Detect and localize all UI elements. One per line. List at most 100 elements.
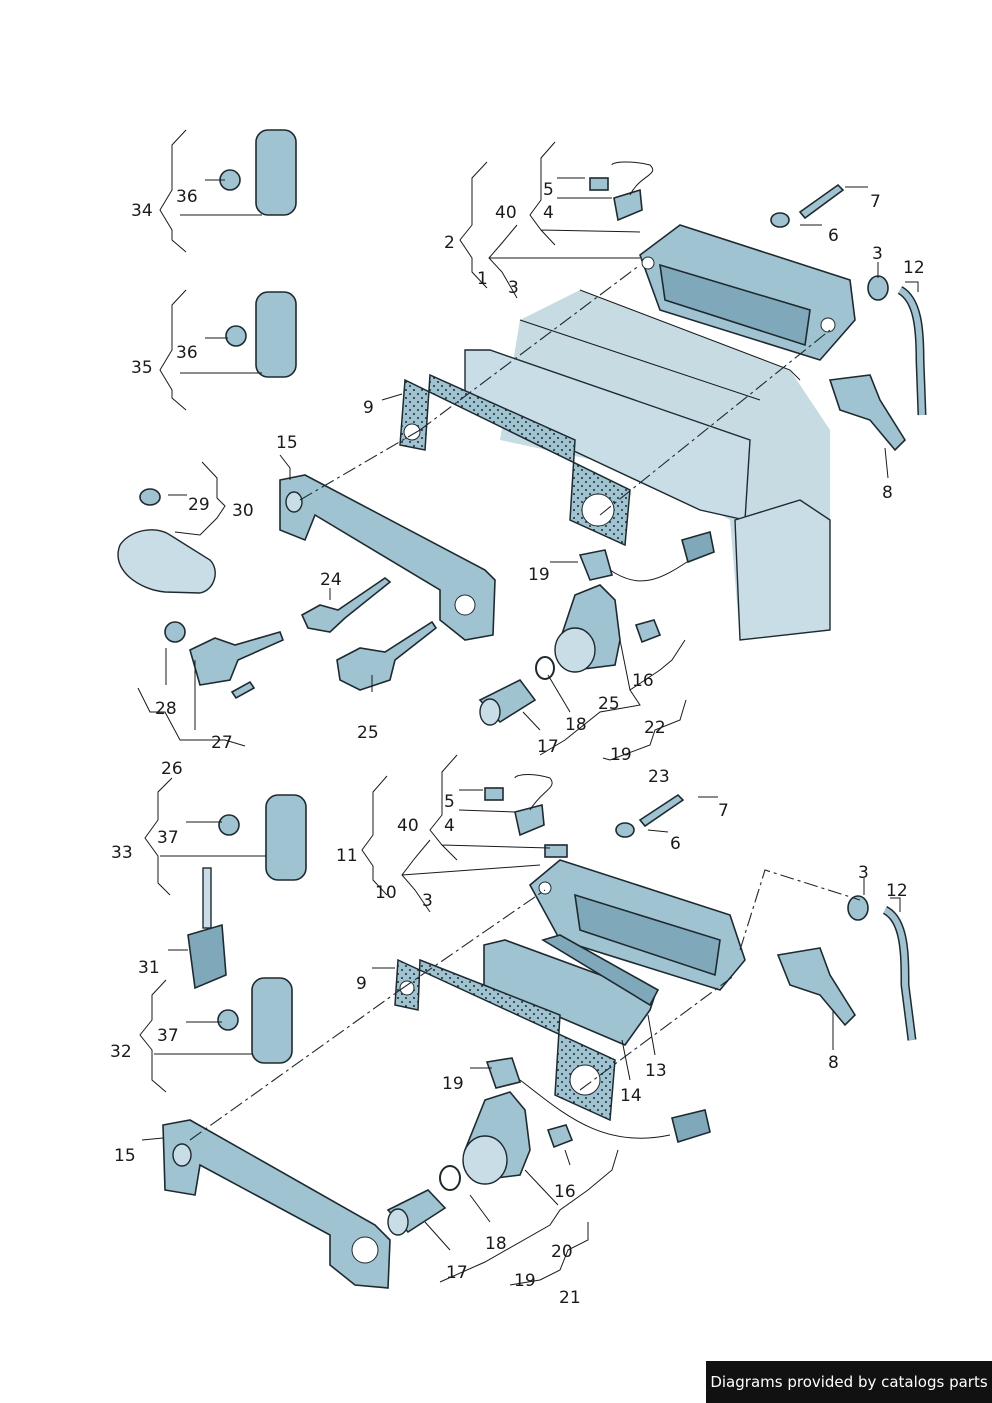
brace-32 xyxy=(139,979,252,1093)
callout-12: 12 xyxy=(886,881,908,901)
callout-4: 4 xyxy=(543,203,554,223)
brace-16a xyxy=(539,639,686,756)
key-24 xyxy=(300,577,392,633)
upper-assembly xyxy=(117,129,927,726)
mount-hole-icon xyxy=(820,317,836,333)
callout-9: 9 xyxy=(363,398,374,418)
door-panel-edge-2 xyxy=(519,319,761,401)
leader-8a xyxy=(884,447,889,479)
rod-12-upper-fill xyxy=(898,287,925,416)
callout-5: 5 xyxy=(543,180,554,200)
trim-cover-15-upper xyxy=(279,474,496,641)
gasket-9-lower xyxy=(394,958,616,1122)
callout-25: 25 xyxy=(357,723,379,743)
callout-18: 18 xyxy=(565,715,587,735)
leader-13-14 xyxy=(621,1014,656,1081)
bushing-3-lower xyxy=(847,895,869,921)
plug-lower xyxy=(671,1109,711,1144)
brace-16b xyxy=(439,1149,619,1283)
guide-line xyxy=(189,989,401,1141)
brace-22 xyxy=(602,699,687,761)
sensor-wire-lower xyxy=(519,1079,671,1139)
callout-14: 14 xyxy=(620,1086,642,1106)
callout-27: 27 xyxy=(211,733,233,753)
rod-12-lower-fill xyxy=(883,907,915,1041)
key-blade-31 xyxy=(187,923,227,990)
lock-housing-face xyxy=(554,627,596,673)
callout-17: 17 xyxy=(537,737,559,757)
lock-housing-face xyxy=(462,1135,508,1185)
callout-7: 7 xyxy=(870,192,881,212)
key-fob-32 xyxy=(251,977,293,1064)
leader-3-12-lower xyxy=(863,878,901,912)
brace-33 xyxy=(144,777,266,896)
callout-8: 8 xyxy=(828,1053,839,1073)
cover-peg-icon xyxy=(285,491,303,513)
bolt-7-lower xyxy=(638,793,685,828)
gasket-9-upper xyxy=(399,373,631,547)
washer-6-lower xyxy=(615,822,635,838)
callout-40: 40 xyxy=(397,816,419,836)
callout-6: 6 xyxy=(828,226,839,246)
callout-15: 15 xyxy=(276,433,298,453)
gasket-hole-icon xyxy=(569,1064,601,1096)
callout-23: 23 xyxy=(648,767,670,787)
callout-9: 9 xyxy=(356,974,367,994)
door-lock-frame xyxy=(734,499,831,641)
guide-line xyxy=(739,869,861,951)
callout-32: 32 xyxy=(110,1042,132,1062)
cover-peg-icon xyxy=(172,1143,192,1167)
callout-15: 15 xyxy=(114,1146,136,1166)
callout-16: 16 xyxy=(554,1182,576,1202)
key-fob-35 xyxy=(255,291,297,378)
key-blade-31-shaft xyxy=(202,867,212,929)
key-fob-33 xyxy=(265,794,307,881)
screw-small xyxy=(230,680,256,700)
callout-19: 19 xyxy=(442,1074,464,1094)
callout-2: 2 xyxy=(444,233,455,253)
cover-hole-icon xyxy=(454,594,476,616)
callout-31: 31 xyxy=(138,958,160,978)
switch-wire-upper xyxy=(611,161,653,196)
callout-4: 4 xyxy=(444,816,455,836)
key-27 xyxy=(189,631,285,686)
callout-29: 29 xyxy=(188,495,210,515)
plug-upper xyxy=(681,530,715,564)
remote-30 xyxy=(117,529,216,594)
button-cap-37b xyxy=(217,1009,239,1031)
callout-labels: 34 36 35 36 2 40 1 3 5 4 7 6 3 12 9 15 2… xyxy=(110,180,925,1308)
callout-18: 18 xyxy=(485,1234,507,1254)
callout-3: 3 xyxy=(858,863,869,883)
leader-lines xyxy=(137,129,919,1286)
key-fob-34 xyxy=(255,129,297,216)
cover-hole-icon xyxy=(351,1236,379,1264)
leader-9-15 xyxy=(279,393,403,480)
callout-37: 37 xyxy=(157,828,179,848)
callout-28: 28 xyxy=(155,699,177,719)
guide-line xyxy=(299,429,421,501)
leader-18-25-17 xyxy=(371,674,571,731)
callout-3: 3 xyxy=(872,244,883,264)
key-25 xyxy=(336,620,438,691)
brace-40b xyxy=(401,839,541,913)
trim-cover-15-lower xyxy=(162,1119,391,1289)
door-panel-edge xyxy=(579,289,801,381)
clip-lower xyxy=(546,1124,574,1149)
callout-1: 1 xyxy=(477,269,488,289)
callout-5: 5 xyxy=(444,792,455,812)
brace-5b xyxy=(429,754,551,861)
callout-13: 13 xyxy=(645,1061,667,1081)
cylinder-face xyxy=(387,1208,409,1236)
seal-18-upper xyxy=(535,656,555,680)
callout-34: 34 xyxy=(131,201,153,221)
callout-20: 20 xyxy=(551,1242,573,1262)
callout-33: 33 xyxy=(111,843,133,863)
gasket-hole-icon xyxy=(403,423,421,441)
callout-3: 3 xyxy=(422,891,433,911)
brace-20 xyxy=(509,1222,589,1286)
callout-25: 25 xyxy=(598,694,620,714)
handle-grip-upper xyxy=(659,263,811,347)
leader-35 xyxy=(180,337,262,374)
callout-16: 16 xyxy=(632,671,654,691)
brace-5a xyxy=(529,141,641,246)
